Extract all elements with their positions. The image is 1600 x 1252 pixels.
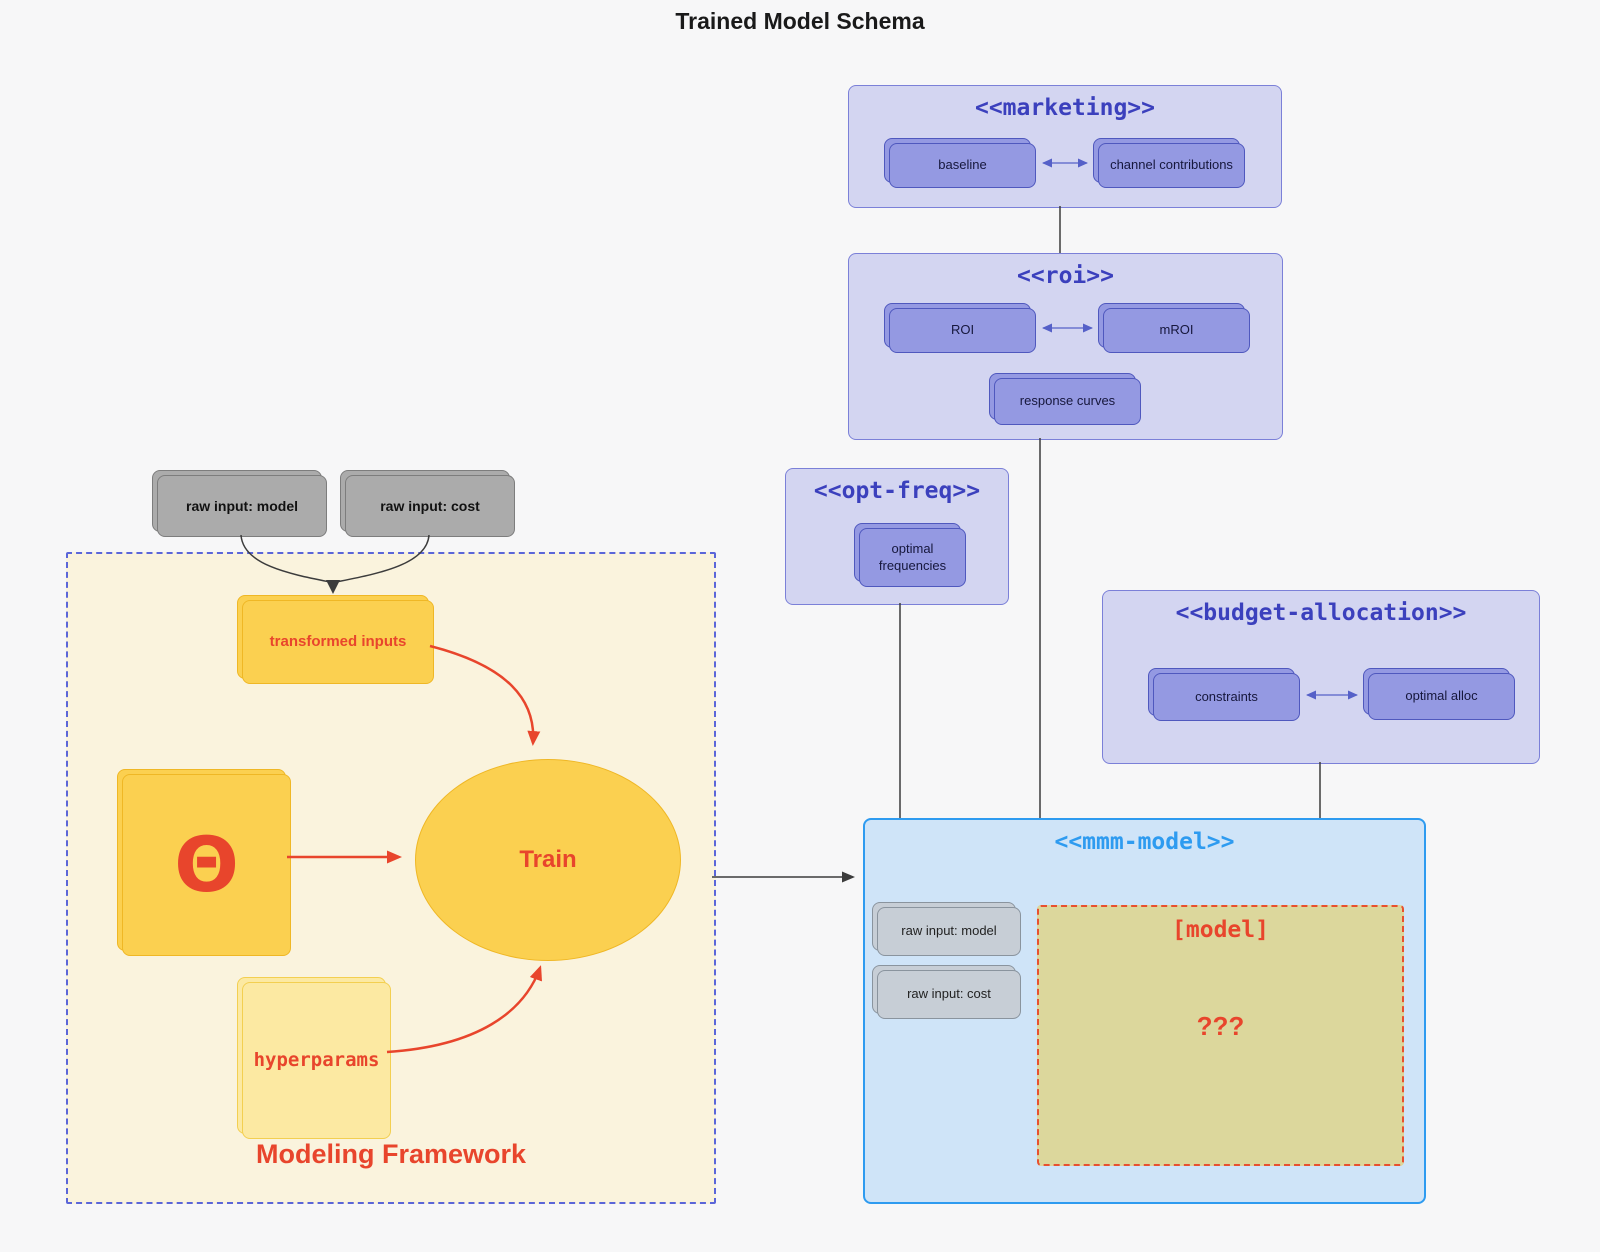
node-optimal-frequencies: optimal frequencies <box>854 523 966 587</box>
node-theta: Θ <box>117 769 291 956</box>
container-opt-freq: <<opt-freq>> optimal frequencies <box>785 468 1009 605</box>
node-constraints: constraints <box>1148 668 1300 721</box>
model-dashed-box: [model] ??? <box>1037 905 1404 1166</box>
modeling-framework-label: Modeling Framework <box>255 1139 527 1169</box>
page-title: Trained Model Schema <box>675 8 925 34</box>
node-mmm-raw-input-cost: raw input: cost <box>872 965 1021 1019</box>
container-budget-allocation: <<budget-allocation>> constraints optima… <box>1102 590 1540 764</box>
container-mmm-model: <<mmm-model>> raw input: model raw input… <box>863 818 1426 1204</box>
node-mroi: mROI <box>1098 303 1250 353</box>
node-hyperparams: hyperparams <box>237 977 391 1139</box>
container-roi: <<roi>> ROI mROI response curves <box>848 253 1283 440</box>
node-roi: ROI <box>884 303 1036 353</box>
budget-allocation-title: <<budget-allocation>> <box>1175 600 1467 626</box>
node-channel-contributions: channel contributions <box>1093 138 1245 188</box>
node-train: Train <box>415 759 681 961</box>
node-raw-input-model: raw input: model <box>152 470 327 537</box>
mmm-model-title: <<mmm-model>> <box>1054 829 1235 855</box>
node-raw-input-cost: raw input: cost <box>340 470 515 537</box>
model-box-placeholder: ??? <box>1196 1011 1245 1041</box>
node-mmm-raw-input-model: raw input: model <box>872 902 1021 956</box>
node-transformed-inputs: transformed inputs <box>237 595 434 684</box>
node-response-curves: response curves <box>989 373 1141 425</box>
container-modeling-framework: transformed inputs Θ Train hyperparams M… <box>66 552 716 1204</box>
opt-freq-title: <<opt-freq>> <box>813 478 981 504</box>
model-box-title: [model] <box>1172 917 1269 943</box>
container-marketing: <<marketing>> baseline channel contribut… <box>848 85 1282 208</box>
node-baseline: baseline <box>884 138 1036 188</box>
marketing-title: <<marketing>> <box>974 95 1155 121</box>
roi-title: <<roi>> <box>1017 263 1114 289</box>
node-optimal-alloc: optimal alloc <box>1363 668 1515 720</box>
